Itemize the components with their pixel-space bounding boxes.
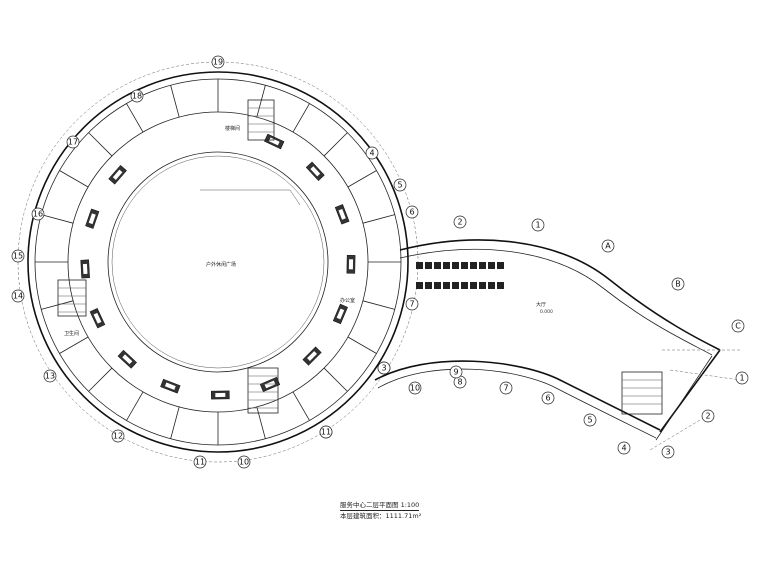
grid-bubble — [31, 207, 45, 221]
grid-bubble — [617, 441, 631, 455]
grid-bubble-label: 9 — [453, 368, 458, 377]
grid-bubble — [583, 413, 597, 427]
grid-bubble — [405, 205, 419, 219]
grid-bubble-label: 2 — [457, 218, 462, 227]
top-stair — [247, 99, 275, 141]
central-stair — [247, 367, 279, 414]
grid-bubble-label: B — [675, 280, 681, 289]
grid-bubble — [601, 239, 615, 253]
grid-bubble-label: 12 — [113, 432, 123, 441]
grid-bubble-label: 1 — [535, 221, 540, 230]
grid-bubble-label: 8 — [457, 378, 462, 387]
grid-bubble — [211, 55, 225, 69]
grid-bubble-label: 19 — [213, 58, 223, 67]
grid-bubble — [393, 178, 407, 192]
drawing-caption: 服务中心二层平面图 1:100 本层建筑面积：1111.71m² — [340, 500, 480, 521]
grid-bubble-label: 10 — [239, 458, 249, 467]
wing-outline — [374, 239, 741, 451]
grid-bubble-label: 7 — [503, 384, 508, 393]
grid-bubble-label: 11 — [195, 458, 205, 467]
grid-bubble-label: 13 — [45, 372, 55, 381]
grid-bubble — [531, 218, 545, 232]
grid-bubble-label: 16 — [33, 210, 43, 219]
grid-bubble-label: 6 — [409, 208, 414, 217]
wing-fixture-rows — [416, 262, 504, 289]
floor-area: 本层建筑面积：1111.71m² — [340, 512, 422, 520]
restroom-label: 卫生间 — [64, 330, 79, 337]
grid-bubble — [43, 369, 57, 383]
drawing-scale: 1:100 — [400, 501, 420, 509]
grid-bubble — [130, 89, 144, 103]
grid-bubble-label: 4 — [369, 149, 374, 158]
grid-bubble — [111, 429, 125, 443]
office-label: 办公室 — [340, 297, 355, 304]
grid-bubble — [405, 297, 419, 311]
left-stair — [57, 279, 87, 317]
grid-axis-bubbles: 19181716151413121110987654321ABC12345678… — [11, 55, 749, 469]
grid-bubble-label: 7 — [409, 300, 414, 309]
grid-bubble — [319, 425, 333, 439]
grid-bubble — [671, 277, 685, 291]
grid-bubble — [449, 365, 463, 379]
hall-elevation: 0.000 — [540, 309, 553, 315]
grid-bubble — [365, 146, 379, 160]
grid-bubble-label: 4 — [621, 444, 626, 453]
grid-bubble-label: 3 — [665, 448, 670, 457]
drawing-title: 服务中心二层平面图 — [340, 501, 399, 509]
grid-bubble-label: C — [735, 322, 741, 331]
grid-bubble — [541, 391, 555, 405]
grid-bubble-label: 3 — [381, 364, 386, 373]
hall-label: 大厅 — [536, 301, 546, 308]
grid-bubble — [193, 455, 207, 469]
grid-bubble — [731, 319, 745, 333]
grid-bubble — [453, 215, 467, 229]
grid-bubble-label: 5 — [587, 416, 592, 425]
grid-bubble-label: 6 — [545, 394, 550, 403]
grid-bubble — [499, 381, 513, 395]
grid-bubble — [661, 445, 675, 459]
grid-bubble — [66, 135, 80, 149]
grid-bubble — [701, 409, 715, 423]
grid-bubble-label: 5 — [397, 181, 402, 190]
center-plaza-label: 户外休闲广场 — [206, 261, 236, 268]
grid-bubble — [735, 371, 749, 385]
radial-partition-walls — [35, 79, 401, 445]
grid-bubble-label: A — [605, 242, 611, 251]
grid-bubble-label: 15 — [13, 252, 23, 261]
grid-bubble-label: 17 — [68, 138, 78, 147]
grid-bubble — [11, 289, 25, 303]
grid-bubble-label: 1 — [739, 374, 744, 383]
grid-bubble — [408, 381, 422, 395]
grid-bubble-label: 14 — [13, 292, 23, 301]
grid-bubble — [377, 361, 391, 375]
grid-bubble-label: 2 — [705, 412, 710, 421]
grid-bubble — [237, 455, 251, 469]
toilet-fixtures — [80, 133, 356, 400]
grid-bubble-label: 10 — [410, 384, 420, 393]
grid-bubble — [11, 249, 25, 263]
stair-label: 楼梯间 — [225, 125, 240, 132]
grid-bubble-label: 18 — [132, 92, 142, 101]
grid-bubble-label: 11 — [321, 428, 331, 437]
